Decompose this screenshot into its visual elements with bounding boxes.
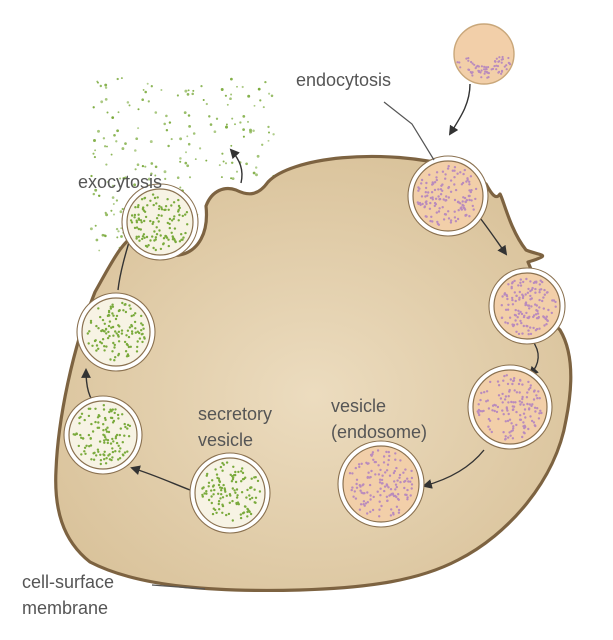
label-secretory-vesicle-line2: vesicle xyxy=(198,430,253,450)
label-secretory-vesicle-line1: secretory xyxy=(198,404,272,424)
incoming-particle xyxy=(453,23,515,85)
label-membrane-line2: membrane xyxy=(22,598,108,618)
maturing-endocytic-vesicle xyxy=(467,364,553,450)
arrow-to-endosome xyxy=(422,449,485,489)
early-endocytic-vesicle xyxy=(488,267,566,345)
endosome-vesicle xyxy=(337,440,425,528)
endocytosis-leader-line xyxy=(383,101,435,161)
label-endocytosis: endocytosis xyxy=(296,70,391,90)
arrow-into-cell xyxy=(448,83,471,136)
secretory-vesicle xyxy=(189,452,271,534)
secretory-vesicle-near-membrane xyxy=(63,395,143,475)
endocytic-pit-vesicle xyxy=(407,155,489,237)
label-membrane-line1: cell-surface xyxy=(22,572,114,592)
arrow-release xyxy=(229,148,243,184)
label-exocytosis: exocytosis xyxy=(78,172,162,192)
vesicles xyxy=(63,23,566,534)
label-endosome-line1: vesicle xyxy=(331,396,386,416)
secretory-vesicle-upper xyxy=(76,292,156,372)
fusing-secretory-vesicle xyxy=(121,183,199,261)
label-endosome-line2: (endosome) xyxy=(331,422,427,442)
cell-body xyxy=(54,154,573,593)
arrow-to-exit-vesicle xyxy=(130,465,191,491)
membrane-leader-line xyxy=(151,584,206,590)
